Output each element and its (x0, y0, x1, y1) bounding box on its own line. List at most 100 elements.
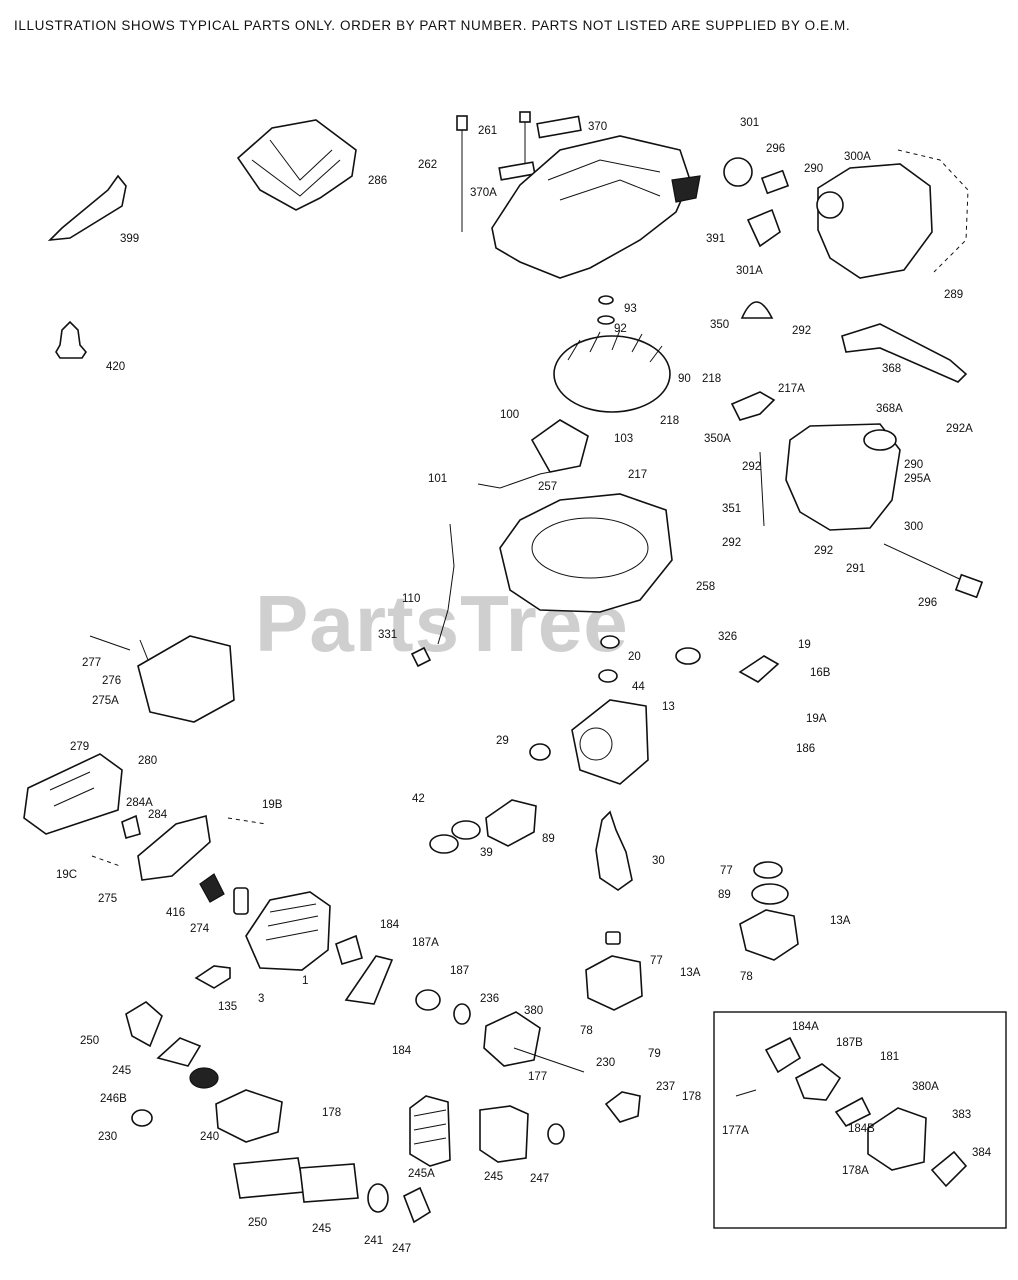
part-label-13a: 13A (830, 915, 851, 927)
part-label-326: 326 (718, 631, 737, 643)
block-187b (794, 1063, 842, 1101)
gasket-184b (834, 1096, 872, 1128)
header-note: ILLUSTRATION SHOWS TYPICAL PARTS ONLY. O… (14, 18, 851, 33)
gasket-184 (335, 934, 363, 965)
part-label-187a: 187A (412, 937, 439, 949)
part-label-178: 178 (682, 1091, 701, 1103)
piston-ring-a (429, 834, 459, 854)
diaphragm-187 (415, 989, 441, 1011)
grease-tube (47, 174, 127, 242)
part-label-250: 250 (80, 1035, 99, 1047)
crankshaft-30 (595, 810, 633, 891)
flywheel (553, 335, 671, 413)
part-label-301a: 301A (736, 265, 763, 277)
filter-housing-250-lower (233, 1157, 305, 1199)
part-label-391: 391 (706, 233, 725, 245)
part-label-110: 110 (402, 593, 420, 605)
crankcase-cover-13a-mid (585, 955, 643, 1011)
seal-44 (598, 669, 618, 683)
part-label-250: 250 (248, 1217, 267, 1229)
part-label-16b: 16B (810, 667, 831, 679)
part-label-280: 280 (138, 755, 157, 767)
part-label-370: 370 (588, 121, 607, 133)
part-label-245: 245 (312, 1223, 331, 1235)
screw-177 (513, 1047, 585, 1073)
washer-92 (597, 315, 615, 325)
part-label-79: 79 (648, 1048, 661, 1060)
part-label-101: 101 (428, 473, 447, 485)
part-label-186: 186 (796, 743, 815, 755)
part-label-300a: 300A (844, 151, 871, 163)
piston-ring-b (451, 820, 481, 840)
part-label-135: 135 (218, 1001, 237, 1013)
spring-19c (91, 855, 121, 867)
part-label-384: 384 (972, 1147, 992, 1159)
part-label-100: 100 (500, 409, 519, 421)
ignition-module (530, 419, 589, 473)
clamp-247-lower (402, 1186, 431, 1224)
part-label-30: 30 (652, 855, 665, 867)
part-label-42: 42 (412, 793, 425, 805)
bolt-262-head (456, 115, 468, 131)
part-label-178a: 178A (842, 1165, 869, 1177)
spring-19b (227, 817, 267, 825)
fuel-cap-knob (723, 157, 753, 187)
part-label-103: 103 (614, 433, 633, 445)
part-label-296: 296 (918, 597, 937, 609)
part-label-286: 286 (368, 175, 387, 187)
part-label-370a: 370A (470, 187, 497, 199)
tank-neck (863, 429, 897, 451)
fuel-line-351 (759, 451, 765, 527)
filter-246b (189, 1067, 219, 1089)
filter-245-mid (479, 1105, 529, 1163)
screen-416 (199, 873, 225, 903)
bearing-29 (529, 743, 551, 761)
part-label-262: 262 (418, 159, 437, 171)
bolt-261-head (519, 111, 531, 123)
primer-296 (760, 169, 790, 195)
part-label-245: 245 (484, 1171, 503, 1183)
clip-217a (730, 391, 776, 421)
part-label-217: 217 (628, 469, 647, 481)
crankcase (499, 493, 673, 613)
gasket-326 (675, 647, 701, 665)
part-label-292: 292 (742, 461, 761, 473)
part-label-3: 3 (258, 993, 264, 1005)
part-label-350: 350 (710, 319, 729, 331)
part-label-246b: 246B (100, 1093, 127, 1105)
tank-bracket (841, 323, 968, 383)
grommet-331 (410, 646, 432, 668)
seal-20 (600, 635, 620, 649)
spark-lead-101 (477, 469, 561, 489)
lever-16b (738, 655, 780, 683)
part-label-245a: 245A (408, 1168, 435, 1180)
part-label-44: 44 (632, 681, 645, 693)
part-label-291: 291 (846, 563, 865, 575)
part-label-277: 277 (82, 657, 101, 669)
plate-241 (367, 1183, 389, 1213)
seal-77-mid (605, 931, 621, 945)
part-label-284a: 284A (126, 797, 153, 809)
part-label-261: 261 (478, 125, 497, 137)
part-label-20: 20 (628, 651, 641, 663)
part-label-247: 247 (530, 1173, 549, 1185)
part-label-187: 187 (450, 965, 469, 977)
part-label-19: 19 (798, 639, 811, 651)
part-label-289: 289 (944, 289, 963, 301)
cylinder-1 (245, 891, 331, 971)
gasket-230-left (131, 1109, 153, 1127)
part-label-380a: 380A (912, 1081, 939, 1093)
label-370a (498, 161, 536, 181)
part-label-274: 274 (190, 923, 210, 935)
crankcase-13 (571, 699, 649, 785)
part-label-300: 300 (904, 521, 923, 533)
screws-277 (89, 635, 149, 661)
part-label-177: 177 (528, 1071, 547, 1083)
part-label-13a: 13A (680, 967, 701, 979)
part-label-181: 181 (880, 1051, 899, 1063)
part-label-290: 290 (804, 163, 823, 175)
part-label-93: 93 (624, 303, 637, 315)
part-label-351: 351 (722, 503, 741, 515)
part-label-241: 241 (364, 1235, 383, 1247)
part-label-301: 301 (740, 117, 759, 129)
